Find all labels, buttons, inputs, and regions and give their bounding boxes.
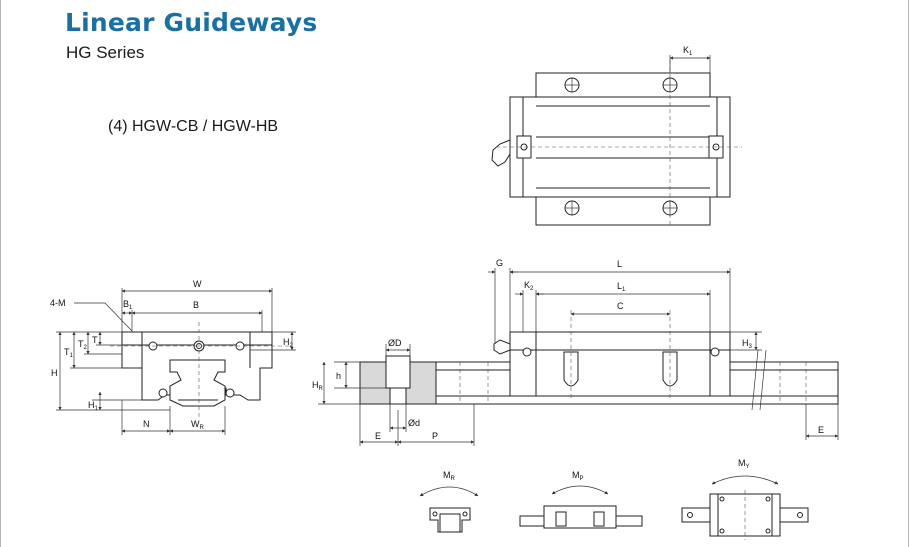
t2-label: T2 (78, 339, 88, 351)
page-subtitle: HG Series (66, 43, 145, 62)
front-view-rail (169, 359, 226, 407)
page-title: Linear Guideways (65, 8, 318, 37)
side-grease-nipple (493, 339, 511, 355)
grease-nipple (491, 139, 511, 167)
p-label: P (432, 431, 438, 441)
h2-label: H2 (283, 337, 294, 349)
moment-mp: MP (519, 470, 643, 529)
moment-mr: MR (419, 470, 479, 533)
b1-label: B1 (123, 299, 133, 311)
b-label: B (193, 300, 199, 310)
n-label: N (143, 419, 150, 429)
od-label: ØD (388, 338, 402, 348)
h3-label: H3 (742, 338, 753, 350)
l1-label: L1 (617, 281, 626, 293)
m-label: 4-M (50, 298, 66, 308)
hr-label: HR (312, 380, 324, 392)
k2-label: K2 (524, 280, 534, 292)
od-small-label: Ød (408, 418, 420, 428)
side-view: G L K2 L1 C H3 ØD h HR (312, 258, 839, 446)
mr-label: MR (443, 470, 456, 482)
page-left-border (0, 0, 1, 547)
top-view-carriage (509, 96, 731, 198)
l-label: L (617, 259, 622, 269)
model-heading: (4) HGW-CB / HGW-HB (108, 118, 279, 135)
e-right-label: E (818, 425, 824, 435)
h-label: H (51, 368, 58, 378)
h-small-label: h (336, 371, 341, 381)
w-label: W (193, 279, 202, 289)
top-view: K1 (491, 45, 742, 226)
moment-my: MY (681, 458, 809, 540)
t1-label: T1 (64, 347, 74, 359)
m-leader (74, 302, 133, 332)
front-view: W B1 B 4-M H T1 T2 T H1 H2 (50, 279, 296, 435)
t-label: T (92, 335, 98, 345)
wr-label: WR (191, 419, 205, 431)
mp-label: MP (572, 470, 584, 482)
page-right-border (908, 0, 909, 547)
top-view-bolt-holes (520, 77, 720, 216)
g-label: G (496, 258, 503, 268)
k1-label: K1 (683, 45, 693, 57)
my-label: MY (738, 458, 750, 470)
e-label: E (375, 431, 381, 441)
h1-label: H1 (88, 400, 99, 412)
c-label: C (617, 301, 624, 311)
